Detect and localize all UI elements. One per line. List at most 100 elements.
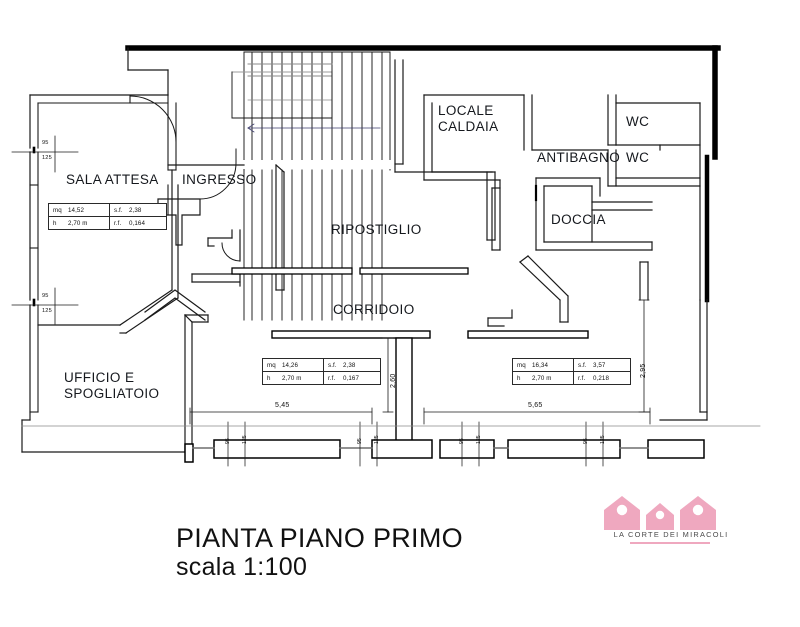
opening-width-left-1: 95 [42,140,49,146]
spec-key: mq [517,361,526,369]
drawing-scale: scala 1:100 [176,553,308,582]
spec-key: s.f. [114,206,123,214]
opening-height-bottom-1: 125 [242,435,248,444]
spec-value: 3,57 [593,361,606,369]
room-label-locale-caldaia: LOCALE CALDAIA [438,103,499,134]
spec-table-right-room: mq 16,34 s.f. 3,57 h 2,70 m r.f. 0,218 [512,358,631,385]
spec-value: 2,70 m [282,374,302,382]
stair-landing-wall [167,164,245,166]
spec-key: h [517,374,521,382]
locale-caldaia-walls [423,94,525,251]
ingresso-lower-walls [29,184,169,249]
bagno-walls [531,94,701,251]
outer-envelope-inner-line [29,102,169,413]
bottom-window-ticks [227,421,604,467]
spec-value: 2,38 [343,361,356,369]
spec-cell-h: h 2,70 m [262,371,324,385]
right-room-outer-wall [659,102,708,421]
spec-cell-h: h 2,70 m [512,371,574,385]
dimension-260: 2,60 [390,373,397,388]
room-label-ufficio-spogliatoio: UFFICIO E SPOGLIATOIO [64,370,160,401]
spec-key: s.f. [328,361,337,369]
spec-value: 14,52 [68,206,84,214]
spec-cell-sf: s.f. 3,57 [573,358,631,372]
dimension-lines [189,299,651,425]
spec-table-sala-attesa: mq 14,52 s.f. 2,38 h 2,70 m r.f. 0,164 [48,203,167,230]
opening-height-bottom-2: 125 [374,435,380,444]
opening-height-bottom-4: 125 [600,435,606,444]
opening-width-bottom-4: 95 [583,438,589,444]
room-label-sala-attesa: SALA ATTESA [66,172,159,187]
spec-key: r.f. [114,219,122,227]
logo-underline [630,542,710,544]
spec-table-ufficio: mq 14,26 s.f. 2,38 h 2,70 m r.f. 0,167 [262,358,381,385]
table-row: h 2,70 m r.f. 0,164 [48,216,167,230]
title-block: PIANTA PIANO PRIMO scala 1:100 [176,523,463,581]
room-label-corridoio: CORRIDOIO [333,302,415,317]
spec-value: 0,167 [343,374,359,382]
table-row: h 2,70 m r.f. 0,218 [512,371,631,385]
corridoio-partitions [231,267,469,275]
window-opening-left-2-ticks [11,287,79,325]
dimension-565: 5,65 [528,402,543,409]
spec-key: s.f. [578,361,587,369]
spec-key: h [267,374,271,382]
corridoio-column [395,337,413,453]
spec-value: 2,38 [129,206,142,214]
spec-cell-sf: s.f. 2,38 [323,358,381,372]
spec-cell-h: h 2,70 m [48,216,110,230]
ingresso-door-swing [199,148,237,200]
staircase [231,51,391,321]
spec-key: mq [267,361,276,369]
table-row: h 2,70 m r.f. 0,167 [262,371,381,385]
opening-width-bottom-2: 95 [357,438,363,444]
stair-landing-mask [240,160,392,169]
logo-houses-icon [604,496,716,530]
spec-cell-rf: r.f. 0,164 [109,216,167,230]
opening-height-left-2: 125 [42,308,52,314]
room-label-doccia: DOCCIA [551,212,606,227]
room-label-wc-1: WC [626,114,650,129]
spec-cell-rf: r.f. 0,167 [323,371,381,385]
spec-value: 2,70 m [68,219,88,227]
table-row: mq 16,34 s.f. 3,57 [512,358,631,372]
room-label-wc-2: WC [626,150,650,165]
spec-value: 0,218 [593,374,609,382]
bottom-wall [184,439,705,463]
sala-attesa-walls [129,94,177,171]
spec-key: h [53,219,57,227]
spec-key: r.f. [328,374,336,382]
perimeter-thick-wall [125,45,721,160]
spec-value: 2,70 m [532,374,552,382]
spec-cell-sf: s.f. 2,38 [109,203,167,217]
opening-width-left-2: 95 [42,293,49,299]
spec-value: 14,26 [282,361,298,369]
page-title: PIANTA PIANO PRIMO [176,523,463,553]
spec-key: r.f. [578,374,586,382]
opening-width-bottom-3: 95 [459,438,465,444]
right-room-walls [487,255,649,327]
opening-height-left-1: 125 [42,155,52,161]
spec-cell-mq: mq 14,52 [48,203,110,217]
opening-height-bottom-3: 125 [476,435,482,444]
table-row: mq 14,26 s.f. 2,38 [262,358,381,372]
room-label-antibagno: ANTIBAGNO [537,150,621,165]
spec-key: mq [53,206,62,214]
ufficio-chevron [144,289,206,321]
outer-envelope [21,47,186,453]
window-opening-left-1-ticks [11,135,79,173]
spec-value: 0,164 [129,219,145,227]
logo: LA CORTE DEI MIRACOLI [600,494,740,546]
spec-cell-mq: mq 14,26 [262,358,324,372]
opening-width-bottom-1: 95 [225,438,231,444]
spec-cell-mq: mq 16,34 [512,358,574,372]
spec-cell-rf: r.f. 0,218 [573,371,631,385]
corridoio-thick-stubs [271,330,589,339]
dimension-295: 2,95 [640,363,647,378]
dimension-545: 5,45 [275,402,290,409]
spec-value: 16,34 [532,361,548,369]
room-label-ingresso: INGRESSO [182,172,257,187]
room-label-riposteglio: RIPOSTIGLIO [331,222,422,237]
